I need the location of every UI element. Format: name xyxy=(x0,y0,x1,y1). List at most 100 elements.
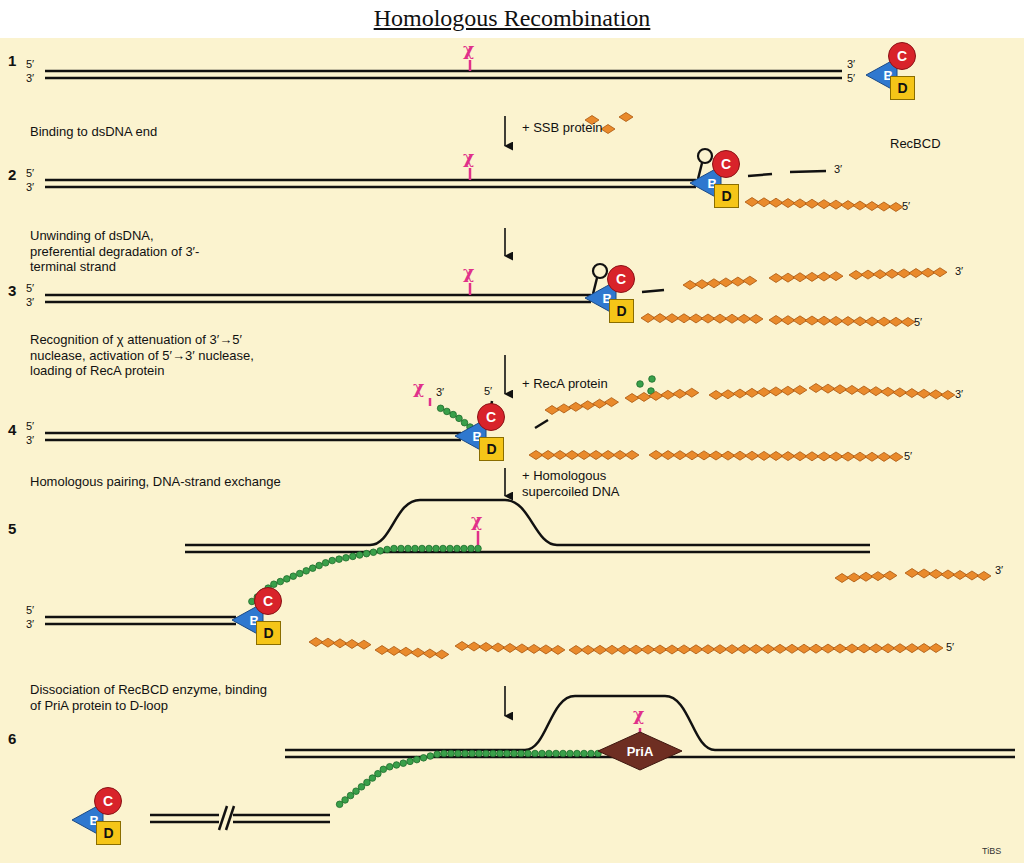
degraded-strand-fragments xyxy=(835,571,897,582)
step-number: 4 xyxy=(8,421,16,439)
degraded-strand-fragments xyxy=(545,398,618,415)
step-arrow xyxy=(504,116,506,146)
reca-filament xyxy=(637,381,644,388)
reca-filament xyxy=(649,376,656,383)
dsdna xyxy=(45,180,696,187)
recd-subunit: D xyxy=(479,437,504,461)
break-mark xyxy=(219,806,227,830)
strand-end-label: 5′ xyxy=(914,316,922,329)
strand-end-label: 5′ xyxy=(26,167,34,180)
protein-label: D xyxy=(721,189,731,203)
strand-end-label: 3′ xyxy=(995,564,1003,577)
strand-end-label: 3′ xyxy=(834,163,842,176)
recd-subunit: D xyxy=(714,184,739,208)
recd-subunit: D xyxy=(256,621,281,645)
pria-protein: PriA xyxy=(598,732,682,770)
chi-site xyxy=(469,283,472,295)
step-number: 2 xyxy=(8,166,16,184)
title: Homologous Recombination xyxy=(0,4,1024,33)
protein-label: C xyxy=(103,794,113,808)
strand-end-label: 3′ xyxy=(26,296,34,309)
unwound-loop xyxy=(698,149,712,163)
chi-site xyxy=(477,531,480,545)
strand-end-label: 5′ xyxy=(902,200,910,213)
strand-end-label: 3′ xyxy=(955,265,963,278)
protein-label: D xyxy=(486,442,496,456)
degraded-strand-fragments xyxy=(619,113,633,122)
step-arrow xyxy=(504,686,506,716)
strand-end-label: 5′ xyxy=(26,282,34,295)
protein-label: D xyxy=(616,304,626,318)
panel-ground xyxy=(0,38,1024,863)
protein-label: PriA xyxy=(627,745,654,758)
degraded-strand-fragments xyxy=(569,644,943,655)
protein-label: D xyxy=(897,81,907,95)
recd-subunit: D xyxy=(890,76,915,100)
step-description: Recognition of χ attenuation of 3′→5′ nu… xyxy=(30,332,260,379)
chi-label: χ xyxy=(463,39,474,59)
degraded-strand-fragments xyxy=(455,642,565,655)
dsdna xyxy=(150,815,219,822)
step-number: 3 xyxy=(8,282,16,300)
strand-fragment xyxy=(535,420,548,428)
recc-subunit: C xyxy=(888,42,916,70)
strand-end-label: 5′ xyxy=(847,72,855,85)
protein-label: C xyxy=(263,594,273,608)
homologous-duplex xyxy=(185,551,870,554)
recc-subunit: C xyxy=(94,787,122,815)
unwound-loop xyxy=(593,264,607,278)
degraded-strand-fragments xyxy=(809,384,955,400)
strand-fragment xyxy=(748,174,772,176)
reca-filament xyxy=(437,405,473,430)
dsdna xyxy=(233,815,330,822)
step-number: 6 xyxy=(8,730,16,748)
step-description: RecBCD xyxy=(890,136,941,152)
reca-filament xyxy=(249,545,482,605)
degraded-strand-fragments xyxy=(849,268,947,280)
strand-end-label: 5′ xyxy=(26,420,34,433)
chi-site xyxy=(429,398,432,406)
step-number: 5 xyxy=(8,520,16,538)
chi-label: χ xyxy=(471,510,482,530)
strand-end-label: 3′ xyxy=(26,181,34,194)
degraded-strand-fragments xyxy=(529,451,639,460)
recc-subunit: C xyxy=(477,403,505,431)
degraded-strand-fragments xyxy=(769,316,915,327)
dsdna xyxy=(45,433,461,440)
protein-label: C xyxy=(486,410,496,424)
chi-label: χ xyxy=(413,377,424,397)
chi-label: χ xyxy=(463,147,474,167)
strand-end-label: 3′ xyxy=(436,386,444,399)
strand-end-label: 3′ xyxy=(955,388,963,401)
dsdna xyxy=(45,71,842,78)
degraded-strand-fragments xyxy=(649,451,903,462)
protein-label: D xyxy=(103,826,113,840)
strand-end-label: 5′ xyxy=(26,58,34,71)
strand-fragment xyxy=(790,171,826,172)
strand-end-label: 3′ xyxy=(847,58,855,71)
step-description: Unwinding of dsDNA, preferential degrada… xyxy=(30,228,210,275)
degraded-strand-fragments xyxy=(745,198,903,212)
protein-label: C xyxy=(897,49,907,63)
recd-subunit: D xyxy=(96,821,121,845)
step-description: + Homologous supercoiled DNA xyxy=(522,468,652,499)
chi-site xyxy=(469,60,472,71)
step-arrow xyxy=(504,468,506,496)
step-description: Dissociation of RecBCD enzyme, binding o… xyxy=(30,682,280,713)
strand-end-label: 5′ xyxy=(26,604,34,617)
degraded-strand-fragments xyxy=(375,646,449,659)
protein-label: D xyxy=(263,626,273,640)
recc-subunit: C xyxy=(254,587,282,615)
protein-label: C xyxy=(616,272,626,286)
dsdna xyxy=(45,617,236,624)
break-mark xyxy=(226,806,234,830)
step-description: Homologous pairing, DNA-strand exchange xyxy=(30,474,340,490)
degraded-strand-fragments xyxy=(905,569,991,581)
chi-label: χ xyxy=(633,704,644,724)
step-number: 1 xyxy=(8,52,16,70)
source-mark: TiBS xyxy=(982,846,1001,857)
chi-site xyxy=(469,168,472,180)
recc-subunit: C xyxy=(712,150,740,178)
